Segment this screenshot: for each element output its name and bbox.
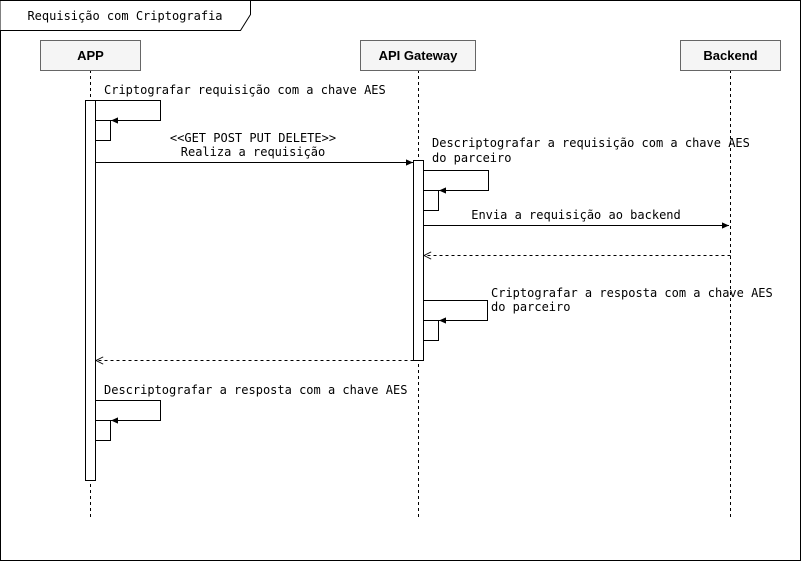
participant-backend[interactable]: Backend (680, 40, 781, 71)
message-forward-backend-label: Envia a requisição ao backend (471, 208, 681, 222)
message-encrypt-request-label: Criptografar requisição com a chave AES (104, 83, 386, 97)
message-decrypt-request-arrow (423, 170, 489, 194)
participant-gateway-label: API Gateway (379, 48, 459, 63)
activation-app-self-1 (95, 120, 111, 141)
message-decrypt-request-label-1: Descriptografar a requisição com a chave… (432, 136, 750, 150)
participant-app-label: APP (77, 48, 104, 63)
message-decrypt-request-label-2: do parceiro (432, 151, 511, 165)
activation-app-self-2 (95, 420, 111, 441)
message-encrypt-response-label-2: do parceiro (491, 300, 570, 314)
message-send-request-label-2: Realiza a requisição (181, 145, 326, 159)
activation-app (85, 100, 96, 481)
message-decrypt-response-label: Descriptografar a resposta com a chave A… (104, 383, 407, 397)
message-encrypt-request-arrow (95, 100, 161, 124)
participant-gateway[interactable]: API Gateway (360, 40, 476, 71)
message-decrypt-response-arrow (95, 400, 161, 424)
activation-gateway-self-2 (423, 320, 439, 341)
participant-app[interactable]: APP (40, 40, 141, 71)
message-encrypt-response-arrow (423, 300, 488, 324)
frame-title: Requisição com Criptografia (27, 9, 222, 23)
activation-gateway (413, 160, 424, 361)
frame-title-tab (0, 0, 251, 31)
participant-backend-label: Backend (703, 48, 757, 63)
message-encrypt-response-label-1: Criptografar a resposta com a chave AES (491, 286, 773, 300)
activation-gateway-self-1 (423, 190, 439, 211)
message-send-request-label-1: <<GET POST PUT DELETE>> (170, 131, 336, 145)
